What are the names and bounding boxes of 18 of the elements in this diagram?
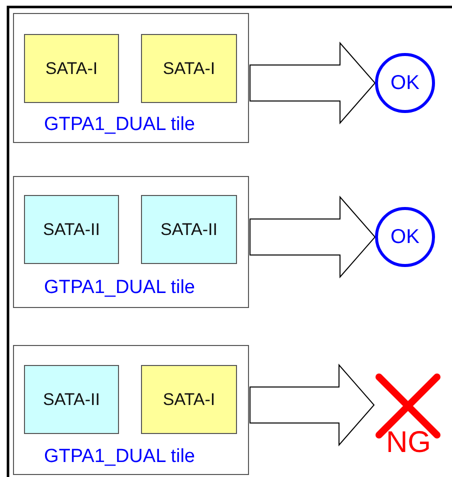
block-arrow: [250, 364, 375, 446]
ng-label: NG: [386, 428, 431, 458]
tile-box: [13, 176, 249, 308]
block-arrow: [250, 42, 376, 124]
port-box: SATA-I: [141, 34, 237, 103]
tile-box: [13, 345, 249, 475]
tile-label: GTPA1_DUAL tile: [44, 277, 195, 299]
port-box: SATA-II: [141, 195, 237, 264]
ok-circle: OK: [375, 53, 435, 113]
port-box: SATA-I: [141, 365, 237, 434]
tile-label: GTPA1_DUAL tile: [44, 446, 195, 468]
port-box: SATA-II: [24, 195, 119, 264]
tile-box: [13, 13, 249, 143]
port-box: SATA-II: [24, 365, 119, 434]
port-box: SATA-I: [24, 34, 119, 103]
ok-circle: OK: [375, 207, 435, 267]
block-arrow: [250, 196, 376, 278]
tile-label: GTPA1_DUAL tile: [44, 114, 195, 136]
